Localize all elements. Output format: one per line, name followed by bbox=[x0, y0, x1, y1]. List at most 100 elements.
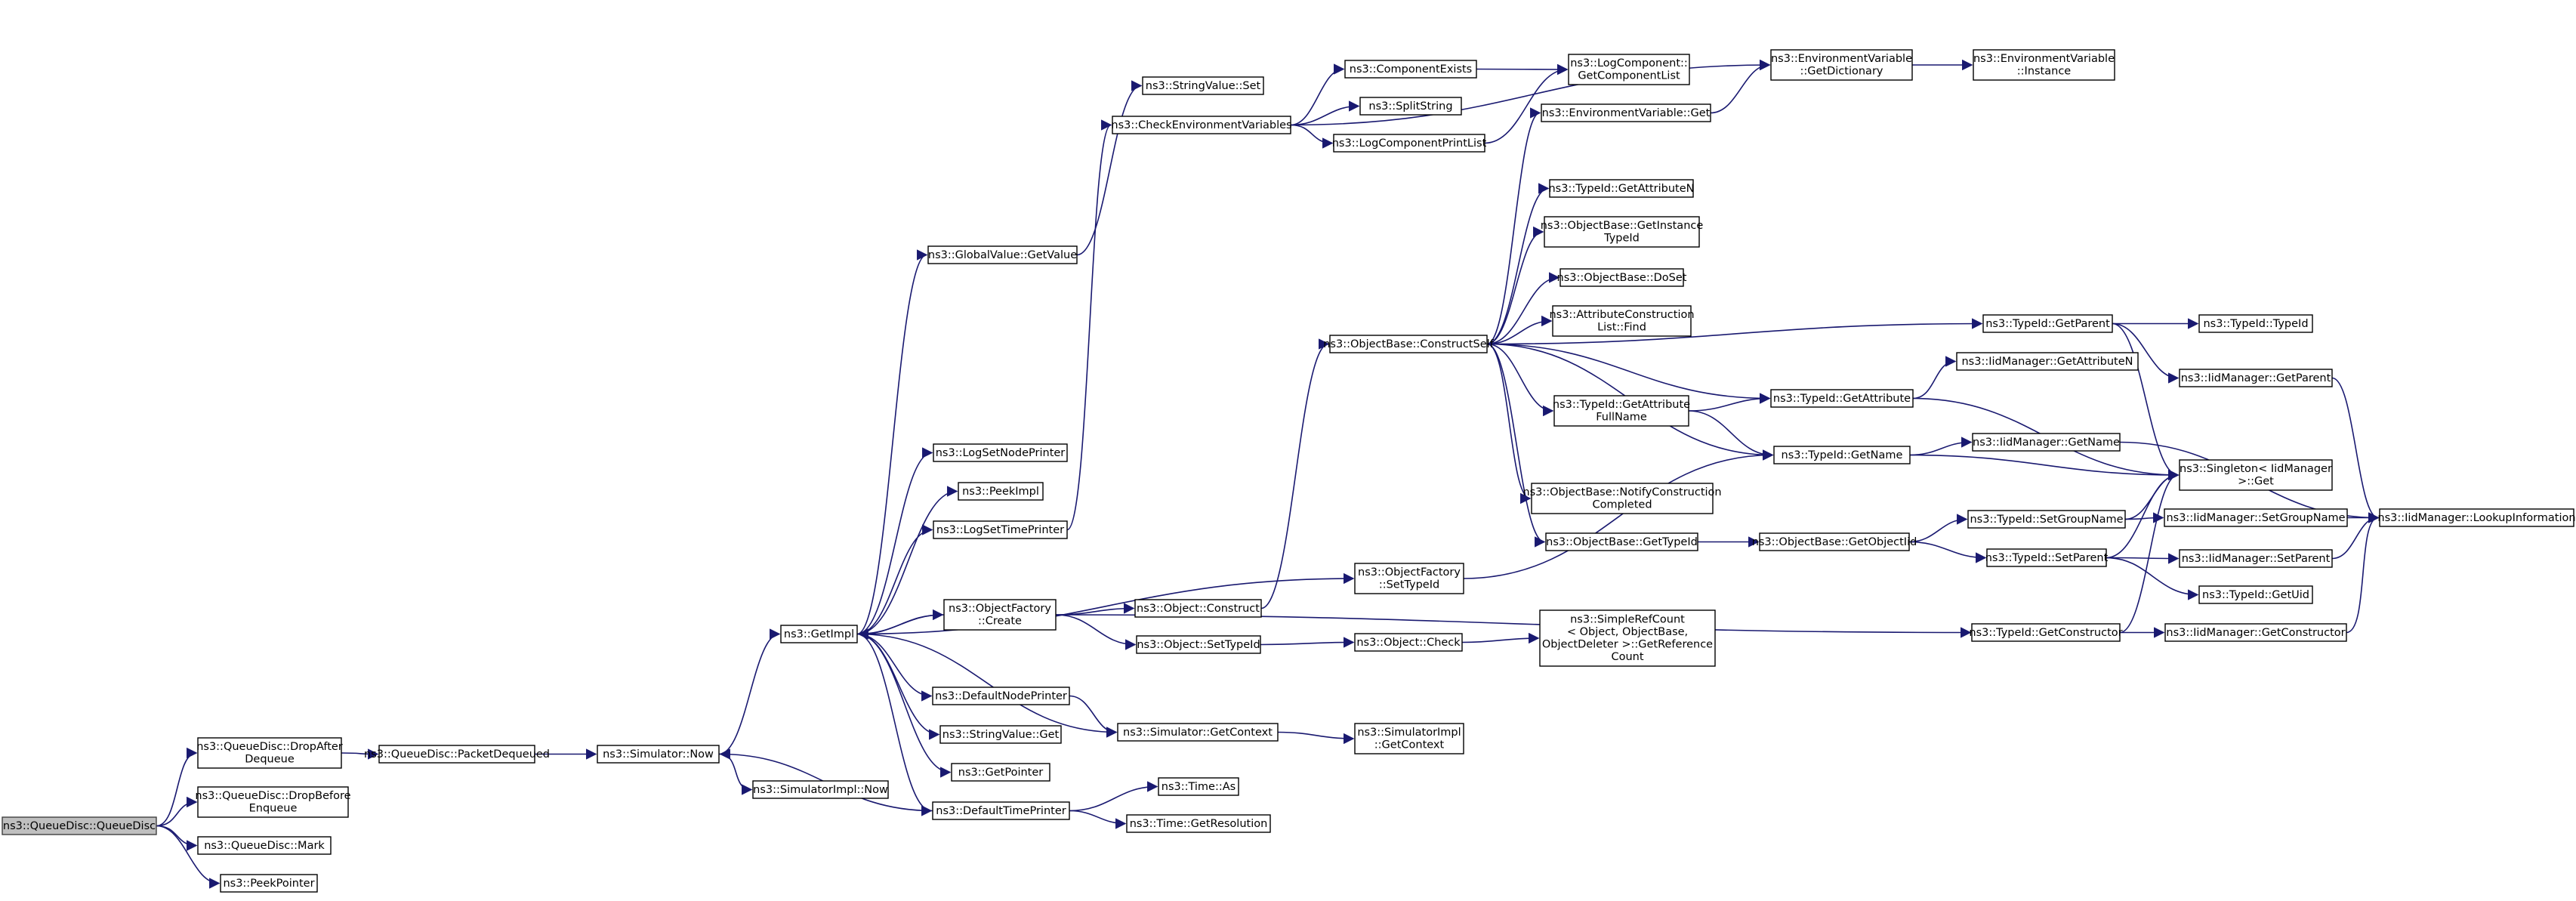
node-iid-mgr-set-group-name[interactable]: ns3::IidManager::SetGroupName bbox=[2164, 508, 2348, 527]
node-default-time-printer[interactable]: ns3::DefaultTimePrinter bbox=[932, 801, 1070, 820]
edge-construct-self-to-ob-get-inst-tid bbox=[1486, 226, 1544, 345]
edge-default-time-printer-to-time-get-res bbox=[1069, 810, 1127, 829]
node-tid-get-attr-n[interactable]: ns3::TypeId::GetAttributeN bbox=[1548, 179, 1695, 198]
node-obj-set-type-id[interactable]: ns3::Object::SetTypeId bbox=[1136, 635, 1261, 654]
node-tid-set-group-name[interactable]: ns3::TypeId::SetGroupName bbox=[1967, 510, 2126, 529]
node-tid-set-parent[interactable]: ns3::TypeId::SetParent bbox=[1985, 548, 2109, 567]
node-label: ns3::IidManager::GetConstructor bbox=[2166, 627, 2345, 639]
node-get-pointer[interactable]: ns3::GetPointer bbox=[951, 763, 1050, 782]
node-split-string[interactable]: ns3::SplitString bbox=[1359, 97, 1462, 116]
node-obj-construct[interactable]: ns3::Object::Construct bbox=[1134, 599, 1262, 618]
node-sim-get-context[interactable]: ns3::Simulator::GetContext bbox=[1117, 723, 1279, 742]
node-label: ns3::TypeId::GetConstructor bbox=[1969, 627, 2122, 639]
node-env-get-dict[interactable]: ns3::EnvironmentVariable::GetDictionary bbox=[1770, 49, 1913, 81]
node-label: ns3::Time::GetResolution bbox=[1130, 818, 1268, 830]
node-sim-impl-now[interactable]: ns3::SimulatorImpl::Now bbox=[752, 780, 889, 799]
node-ob-get-object-iid[interactable]: ns3::ObjectBase::GetObjectIid bbox=[1752, 532, 1917, 551]
node-label: ::GetDictionary bbox=[1800, 66, 1883, 78]
edge-get-impl-to-str-val-get bbox=[856, 633, 940, 740]
node-label: ::GetContext bbox=[1374, 739, 1445, 751]
edge-construct-self-to-attr-constr-find bbox=[1486, 315, 1553, 345]
node-comp-exists[interactable]: ns3::ComponentExists bbox=[1344, 60, 1477, 79]
node-label: ns3::ObjectBase::GetInstance bbox=[1541, 220, 1704, 232]
node-label: ns3::Object::Construct bbox=[1137, 603, 1260, 615]
node-sim-now[interactable]: ns3::Simulator::Now bbox=[597, 745, 720, 764]
node-box bbox=[1971, 623, 2121, 642]
node-obj-check[interactable]: ns3::Object::Check bbox=[1354, 633, 1463, 652]
node-iid-mgr-get-parent[interactable]: ns3::IidManager::GetParent bbox=[2179, 369, 2333, 387]
edge-sim-now-to-get-impl bbox=[718, 628, 781, 755]
node-label: Count bbox=[1611, 651, 1643, 663]
node-iid-mgr-get-name[interactable]: ns3::IidManager::GetName bbox=[1972, 433, 2121, 452]
node-simple-ref-count[interactable]: ns3::SimpleRefCount< Object, ObjectBase,… bbox=[1539, 609, 1716, 667]
node-iid-mgr-get-constructor[interactable]: ns3::IidManager::GetConstructor bbox=[2164, 623, 2347, 642]
node-singleton-get[interactable]: ns3::Singleton< IidManager>::Get bbox=[2179, 459, 2333, 491]
node-obj-fact-create[interactable]: ns3::ObjectFactory::Create bbox=[943, 599, 1057, 631]
node-box bbox=[2379, 508, 2574, 527]
edge-get-impl-to-get-pointer bbox=[856, 633, 952, 778]
node-box bbox=[1967, 510, 2126, 529]
node-get-impl[interactable]: ns3::GetImpl bbox=[780, 625, 858, 643]
node-obj-fact-set-type-id[interactable]: ns3::ObjectFactory::SetTypeId bbox=[1354, 563, 1464, 594]
node-root[interactable]: ns3::QueueDisc::QueueDisc bbox=[2, 816, 157, 835]
node-iid-mgr-get-attr-n[interactable]: ns3::IidManager::GetAttributeN bbox=[1956, 352, 2139, 371]
node-box bbox=[2198, 314, 2313, 333]
node-gv-get-value[interactable]: ns3::GlobalValue::GetValue bbox=[927, 245, 1078, 264]
node-str-val-get[interactable]: ns3::StringValue::Get bbox=[939, 725, 1062, 744]
node-tid-type-id[interactable]: ns3::TypeId::TypeId bbox=[2198, 314, 2313, 333]
node-box bbox=[1333, 134, 1485, 153]
node-tid-get-name[interactable]: ns3::TypeId::GetName bbox=[1773, 446, 1911, 464]
node-label: ns3::LogComponentPrintList bbox=[1332, 137, 1487, 150]
node-iid-mgr-lookup[interactable]: ns3::IidManager::LookupInformation bbox=[2377, 508, 2576, 527]
node-box bbox=[958, 482, 1044, 501]
node-check-env[interactable]: ns3::CheckEnvironmentVariables bbox=[1111, 116, 1292, 134]
node-tid-get-attr[interactable]: ns3::TypeId::GetAttribute bbox=[1770, 389, 1914, 408]
node-ob-get-type-id[interactable]: ns3::ObjectBase::GetTypeId bbox=[1545, 532, 1698, 551]
node-label: ns3::ComponentExists bbox=[1350, 63, 1473, 76]
node-ob-do-set[interactable]: ns3::ObjectBase::DoSet bbox=[1557, 268, 1687, 287]
node-box bbox=[1359, 97, 1462, 116]
node-log-comp-print-list[interactable]: ns3::LogComponentPrintList bbox=[1332, 134, 1487, 153]
node-label: ns3::QueueDisc::Mark bbox=[204, 840, 325, 852]
node-peek-pointer[interactable]: ns3::PeekPointer bbox=[220, 874, 318, 893]
node-label: ns3::ObjectFactory bbox=[949, 603, 1051, 615]
node-env-instance[interactable]: ns3::EnvironmentVariable::Instance bbox=[1973, 49, 2115, 81]
node-packet-dequeued[interactable]: ns3::QueueDisc::PacketDequeued bbox=[364, 745, 550, 764]
node-log-comp-get-list[interactable]: ns3::LogComponent::GetComponentList bbox=[1568, 54, 1690, 85]
node-str-val-set[interactable]: ns3::StringValue::Set bbox=[1142, 76, 1264, 95]
edge-root-to-peek-pointer bbox=[156, 825, 221, 889]
node-peek-impl[interactable]: ns3::PeekImpl bbox=[958, 482, 1044, 501]
node-time-as[interactable]: ns3::Time::As bbox=[1158, 777, 1239, 796]
node-mark[interactable]: ns3::QueueDisc::Mark bbox=[197, 836, 332, 855]
node-env-get[interactable]: ns3::EnvironmentVariable::Get bbox=[1541, 103, 1711, 122]
node-time-get-res[interactable]: ns3::Time::GetResolution bbox=[1126, 814, 1271, 833]
node-ob-notify-constr[interactable]: ns3::ObjectBase::NotifyConstructionCompl… bbox=[1522, 483, 1722, 514]
node-log-set-time-printer[interactable]: ns3::LogSetTimePrinter bbox=[933, 520, 1068, 539]
node-box bbox=[1344, 60, 1477, 79]
node-label: ns3::GetPointer bbox=[958, 767, 1044, 779]
node-tid-get-parent[interactable]: ns3::TypeId::GetParent bbox=[1982, 314, 2113, 333]
node-label: ns3::QueueDisc::PacketDequeued bbox=[364, 748, 550, 761]
node-box bbox=[1329, 335, 1488, 353]
node-sim-impl-get-context[interactable]: ns3::SimulatorImpl::GetContext bbox=[1354, 723, 1464, 754]
node-iid-mgr-set-parent[interactable]: ns3::IidManager::SetParent bbox=[2179, 549, 2333, 568]
node-tid-get-uid[interactable]: ns3::TypeId::GetUid bbox=[2198, 585, 2313, 604]
node-construct-self[interactable]: ns3::ObjectBase::ConstructSelf bbox=[1323, 335, 1495, 353]
node-box bbox=[1559, 268, 1684, 287]
node-default-node-printer[interactable]: ns3::DefaultNodePrinter bbox=[932, 687, 1070, 705]
edge-env-get-to-env-get-dict bbox=[1710, 59, 1771, 114]
node-log-set-node-printer[interactable]: ns3::LogSetNodePrinter bbox=[933, 443, 1068, 462]
node-label: ns3::TypeId::TypeId bbox=[2203, 318, 2308, 330]
node-tid-get-constructor[interactable]: ns3::TypeId::GetConstructor bbox=[1969, 623, 2123, 642]
node-box bbox=[1553, 395, 1689, 427]
edge-construct-self-to-tid-get-attr bbox=[1486, 343, 1771, 404]
edge-drop-after-to-packet-dequeued bbox=[341, 748, 379, 760]
edge-check-env-to-split-string bbox=[1290, 100, 1360, 126]
node-label: ns3::TypeId::GetAttribute bbox=[1553, 399, 1690, 411]
edge-construct-self-to-tid-get-attr-full-name bbox=[1486, 343, 1554, 417]
